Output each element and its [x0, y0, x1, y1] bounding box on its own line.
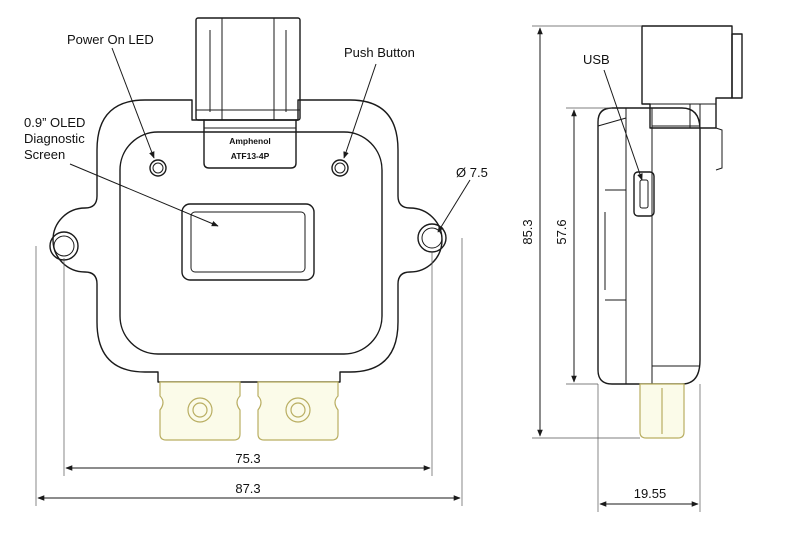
housing-outline — [52, 99, 443, 383]
power-led — [149, 159, 167, 177]
terminal-left — [159, 381, 241, 441]
dim-overall-height: 85.3 — [520, 219, 535, 244]
push-button — [331, 159, 349, 177]
callout-power-led: Power On LED — [67, 32, 154, 47]
callout-usb: USB — [583, 52, 610, 67]
usb-port — [633, 171, 655, 217]
side-body — [597, 107, 701, 385]
inner-body — [119, 131, 383, 355]
dim-depth: 19.55 — [634, 486, 667, 501]
callout-hole-diameter: Ø 7.5 — [456, 165, 488, 180]
connector-model: ATF13-4P — [231, 151, 270, 161]
oled-screen-inner — [190, 211, 306, 273]
callout-oled-line2: Diagnostic — [24, 131, 85, 146]
callout-oled-line3: Screen — [24, 147, 65, 162]
oled-screen-outer — [181, 203, 315, 281]
dim-hole-spacing: 75.3 — [235, 451, 260, 466]
dim-overall-width: 87.3 — [235, 481, 260, 496]
amphenol-connector: Amphenol ATF13-4P — [195, 17, 301, 169]
side-view: 85.3 57.6 19.55 USB — [520, 25, 743, 512]
callout-oled-line1: 0.9” OLED — [24, 115, 85, 130]
connector-brand: Amphenol — [229, 136, 271, 146]
dim-body-height: 57.6 — [554, 219, 569, 244]
callout-push-button: Push Button — [344, 45, 415, 60]
side-connector — [641, 25, 733, 129]
front-view: Amphenol ATF13-4P 75.3 87.3 Power O — [24, 17, 488, 506]
terminal-right — [257, 381, 339, 441]
